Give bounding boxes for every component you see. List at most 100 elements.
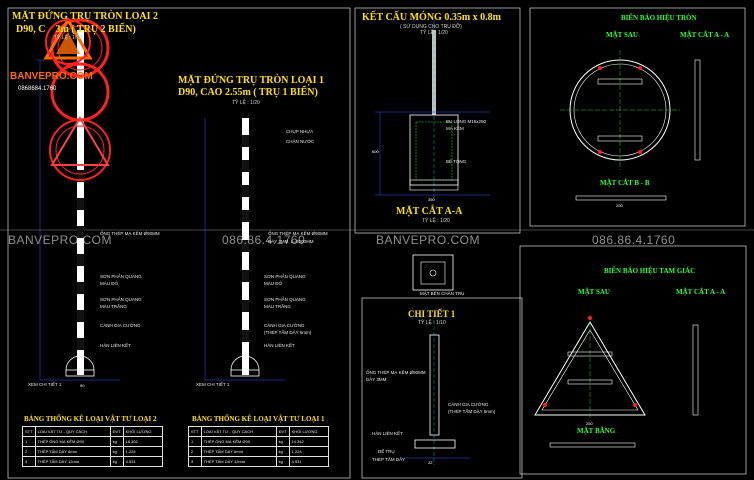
table-row: 1 THÉP ỐNG MẠ KẼM Ø90 kg 14.342 xyxy=(188,436,329,447)
note-paint-white-p2: SƠN PHẢN QUANG xyxy=(100,297,142,302)
note-plate: THÉP TẤM DÀY xyxy=(372,457,406,462)
note-paint-white-2: MÀU TRẮNG xyxy=(264,304,291,309)
foundation-top-view xyxy=(412,254,454,291)
pole-type-1 xyxy=(204,118,285,381)
dim-200: 200 xyxy=(616,203,623,208)
pole2-scale: TỶ LỆ : 1/20 xyxy=(54,35,82,41)
foundation-subtitle: ( SỬ DỤNG CHO TRỤ ĐỠ) xyxy=(400,24,462,30)
sheet-frames xyxy=(0,7,754,479)
table-row: 3 THÉP TẤM DÀY 12mm kg 4.531 xyxy=(188,456,329,467)
watermark-1: BANVEPRO.COM xyxy=(8,233,113,247)
note-foundation-top: MẶT BÊN CHÂN TRỤ xyxy=(420,291,465,296)
pole2-title: MẶT ĐỨNG TRỤ TRÒN LOẠI 2 xyxy=(12,11,159,22)
table-cell: THÉP TẤM DÀY 12mm xyxy=(34,456,111,467)
note-stiffener-p2: CÁNH GIA CƯỜNG xyxy=(100,323,141,328)
round-sign-drawing xyxy=(560,50,701,201)
watermark-3: BANVEPRO.COM xyxy=(376,233,481,247)
note-see-detail-p2: XEM CHI TIẾT 1 xyxy=(28,382,62,387)
note-detail-stiffener: CÁNH GIA CƯỜNG xyxy=(448,402,489,407)
note-paint-white-p2-2: MÀU TRẮNG xyxy=(100,304,127,309)
note-pipe: ỐNG THÉP MẠ KẼM Ø90MM xyxy=(268,231,328,236)
detail1-title: CHI TIẾT 1 xyxy=(408,309,456,319)
table-cell: THÉP ỐNG MẠ KẼM Ø90 xyxy=(200,436,277,447)
note-cap-sub: CHẶN NƯỚC xyxy=(286,139,315,144)
note-bolt: BU LÔNG M16x250 xyxy=(446,119,487,124)
note-concrete: BÊ TÔNG xyxy=(446,159,467,164)
note-detail-weld: HÀN LIÊN KẾT xyxy=(372,431,403,436)
pole-type-2 xyxy=(36,18,120,381)
table-row: 2 THÉP TẤM DÀY 6mm kg 1.224 xyxy=(188,446,329,457)
table-cell: 1.224 xyxy=(122,446,163,457)
table-cell: 1.224 xyxy=(288,446,329,457)
table-materials-type-2: STT LOẠI VẬT TƯ - QUY CÁCH ĐVT KHỐI LƯỢN… xyxy=(22,426,163,467)
triangle-sign-drawing xyxy=(534,315,699,448)
note-zinc: MẠ KẼM xyxy=(446,126,464,131)
tri-sign-title: BIỂN BÁO HIỆU TAM GIÁC xyxy=(604,267,696,275)
table-cell: 2 xyxy=(188,446,202,457)
table-cell: kg xyxy=(109,456,124,467)
table-cell: kg xyxy=(109,436,124,447)
table-header-cell: STT xyxy=(188,426,202,437)
table-row: 2 THÉP TẤM DÀY 6mm kg 1.224 xyxy=(22,446,163,457)
tri-sign-bottom: MẶT BẰNG xyxy=(577,427,616,435)
round-sign-back: MẶT SAU xyxy=(606,31,638,39)
pole1-title: MẶT ĐỨNG TRỤ TRÒN LOẠI 1 xyxy=(178,75,325,86)
note-paint-red-p2: SƠN PHẢN QUANG xyxy=(100,274,142,279)
note-paint-red: SƠN PHẢN QUANG xyxy=(264,274,306,279)
table-header-cell: ĐVT xyxy=(109,426,124,437)
note-paint-red-2: MÀU ĐỎ xyxy=(264,281,282,286)
watermark-4: 086.86.4.1760 xyxy=(592,233,676,247)
table-cell: 1 xyxy=(188,436,202,447)
note-detail-pipe-2: DÀY 3MM xyxy=(366,377,387,382)
table-cell: 2 xyxy=(22,446,36,457)
table-cell: kg xyxy=(275,436,290,447)
table-header: STT LOẠI VẬT TƯ - QUY CÁCH ĐVT KHỐI LƯỢN… xyxy=(22,426,163,437)
tri-sign-cut-aa: MẶT CẮT A - A xyxy=(676,288,726,296)
table-row: 3 THÉP TẤM DÀY 12mm kg 4.531 xyxy=(22,456,163,467)
note-pipe-thick: DÀY 3MM, L=3000MM xyxy=(268,239,314,244)
watermark-2: 086.86.4.1760 xyxy=(222,233,306,247)
note-base: ĐẾ TRỤ xyxy=(378,449,395,454)
note-cap: CHỤP NHỰA xyxy=(286,129,314,134)
table-row: 1 THÉP ỐNG MẠ KẼM Ø90 kg 18.302 xyxy=(22,436,163,447)
table2-title: BẢNG THỐNG KÊ LOẠI VẬT TƯ LOẠI 2 xyxy=(24,415,157,423)
note-detail-stiffener-2: (THÉP TẤM DÀY 6mm) xyxy=(448,409,496,414)
logo-brand: BANVEPRO.COM xyxy=(10,71,93,82)
table-header-cell: ĐVT xyxy=(275,426,290,437)
table-cell: THÉP ỐNG MẠ KẼM Ø90 xyxy=(34,436,111,447)
note-see-detail: XEM CHI TIẾT 1 xyxy=(196,382,230,387)
table-cell: kg xyxy=(275,456,290,467)
logo-mark-icon xyxy=(43,17,93,65)
table-materials-type-1: STT LOẠI VẬT TƯ - QUY CÁCH ĐVT KHỐI LƯỢN… xyxy=(188,426,329,467)
dim-600: 600 xyxy=(372,149,379,154)
note-pipe-p2: ỐNG THÉP MẠ KẼM Ø90MM xyxy=(100,231,160,236)
table-cell: 18.302 xyxy=(122,436,163,447)
pole1-scale: TỶ LỆ : 1/20 xyxy=(232,100,260,106)
tri-sign-back: MẶT SAU xyxy=(578,288,610,296)
pole2-subtitle: D90, C 3m ( TRỤ 2 BIỂN) xyxy=(16,24,136,35)
note-paint-red-p2-2: MÀU ĐỎ xyxy=(100,281,118,286)
table-cell: kg xyxy=(275,446,290,457)
dim-22: 22 xyxy=(428,460,433,465)
detail1-scale: TỶ LỆ : 1/10 xyxy=(418,320,446,326)
table-cell: kg xyxy=(109,446,124,457)
note-weld-p2: HÀN LIÊN KẾT xyxy=(100,343,131,348)
note-paint-white: SƠN PHẢN QUANG xyxy=(264,297,306,302)
foundation-title: KẾT CẤU MÓNG 0.35m x 0.8m xyxy=(362,12,501,23)
table-cell: 1 xyxy=(22,436,36,447)
detail-1-drawing xyxy=(400,320,470,465)
table-cell: 4.531 xyxy=(122,456,163,467)
table-header-cell: KHỐI LƯỢNG xyxy=(288,426,329,437)
table-cell: 3 xyxy=(188,456,202,467)
logo: BANVEPRO.COM 0868684.1760 xyxy=(10,14,130,94)
foundation-structure xyxy=(375,20,490,200)
table-header-cell: LOẠI VẬT TƯ - QUY CÁCH xyxy=(200,426,277,437)
table-cell: 3 xyxy=(22,456,36,467)
table-header-cell: STT xyxy=(22,426,36,437)
table-cell: THÉP TẤM DÀY 6mm xyxy=(34,446,111,457)
note-stiffener: CÁNH GIA CƯỜNG xyxy=(264,323,305,328)
round-sign-cut-bb: MẶT CẮT B - B xyxy=(600,179,650,187)
table-header-cell: KHỐI LƯỢNG xyxy=(122,426,163,437)
dim-90: 90 xyxy=(80,383,85,388)
